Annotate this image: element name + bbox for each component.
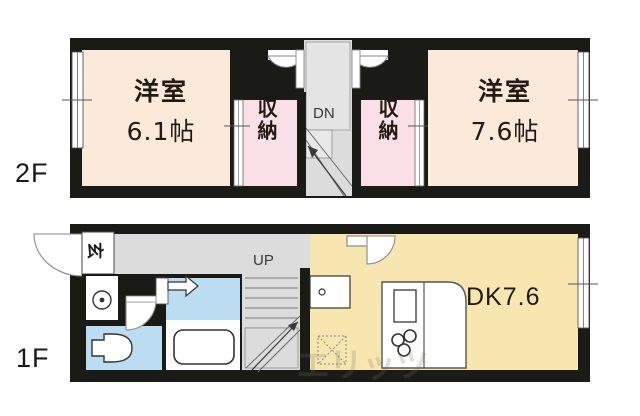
floor-1f-group [33,224,598,382]
2f-stair-diagonal-a [305,127,353,187]
1f-sink-drain-icon [318,288,326,296]
1f-kitchen-burners-icon [391,329,417,357]
1f-entrance-door-swing-arc [33,233,83,277]
1f-washroom-door-panel [125,295,157,303]
1f-dk-door-swing-arc [366,235,396,265]
floor-label-1f: 1F [16,343,50,373]
2f-closet-right-floor [361,100,417,186]
room-label-2f-left-name: 洋室 [133,77,188,106]
2f-closet-left-floor [241,100,297,186]
1f-washer-x-b [317,335,347,365]
1f-toilet-fixture-icon [91,333,133,363]
1f-dk-door-leaf [346,235,368,247]
floor-2f-group [62,38,598,198]
1f-kitchen-sink-basin-icon [393,289,417,323]
room-label-2f-right-name: 洋室 [477,77,532,106]
entrance-label-1f: 玄 [84,242,104,259]
1f-stair-up-arrow-head [288,322,298,331]
stair-label-2f-down: DN [313,105,335,122]
1f-stair-landing [244,327,299,369]
1f-washer-x-a [317,335,347,365]
1f-bath-door-arrow-icon [167,274,199,298]
2f-door-left-opening [268,50,304,60]
2f-door-right-panel [351,49,361,89]
room-label-1f-dk: DK7.6 [466,283,541,311]
2f-stair-arrow-head [308,146,318,158]
room-label-2f-left-size: 6.1帖 [126,117,196,146]
2f-room-right-floor [428,50,578,186]
closet-label-2f-right: 収納 [375,98,399,142]
floor-label-2f: 2F [15,158,49,188]
1f-stair-up-arrow-shaft [251,321,299,371]
1f-entrance-tile [81,231,115,275]
2f-room-left-floor [82,50,230,186]
1f-stair-side-wall [300,268,310,370]
closet-label-2f-left: 収納 [254,98,278,142]
1f-sink-counter [309,275,351,309]
2f-door-right-opening [352,50,388,60]
1f-bathtub-icon [173,329,235,365]
1f-bath-door-leaf [155,277,169,305]
1f-stair-diagonal-b [257,327,303,373]
2f-door-left-panel [295,49,305,89]
stair-label-1f-up: UP [253,252,274,269]
2f-stairwell-upper-slot [305,41,351,131]
room-label-2f-right-size: 7.6帖 [470,117,540,146]
1f-basin-drain-icon [99,297,105,303]
